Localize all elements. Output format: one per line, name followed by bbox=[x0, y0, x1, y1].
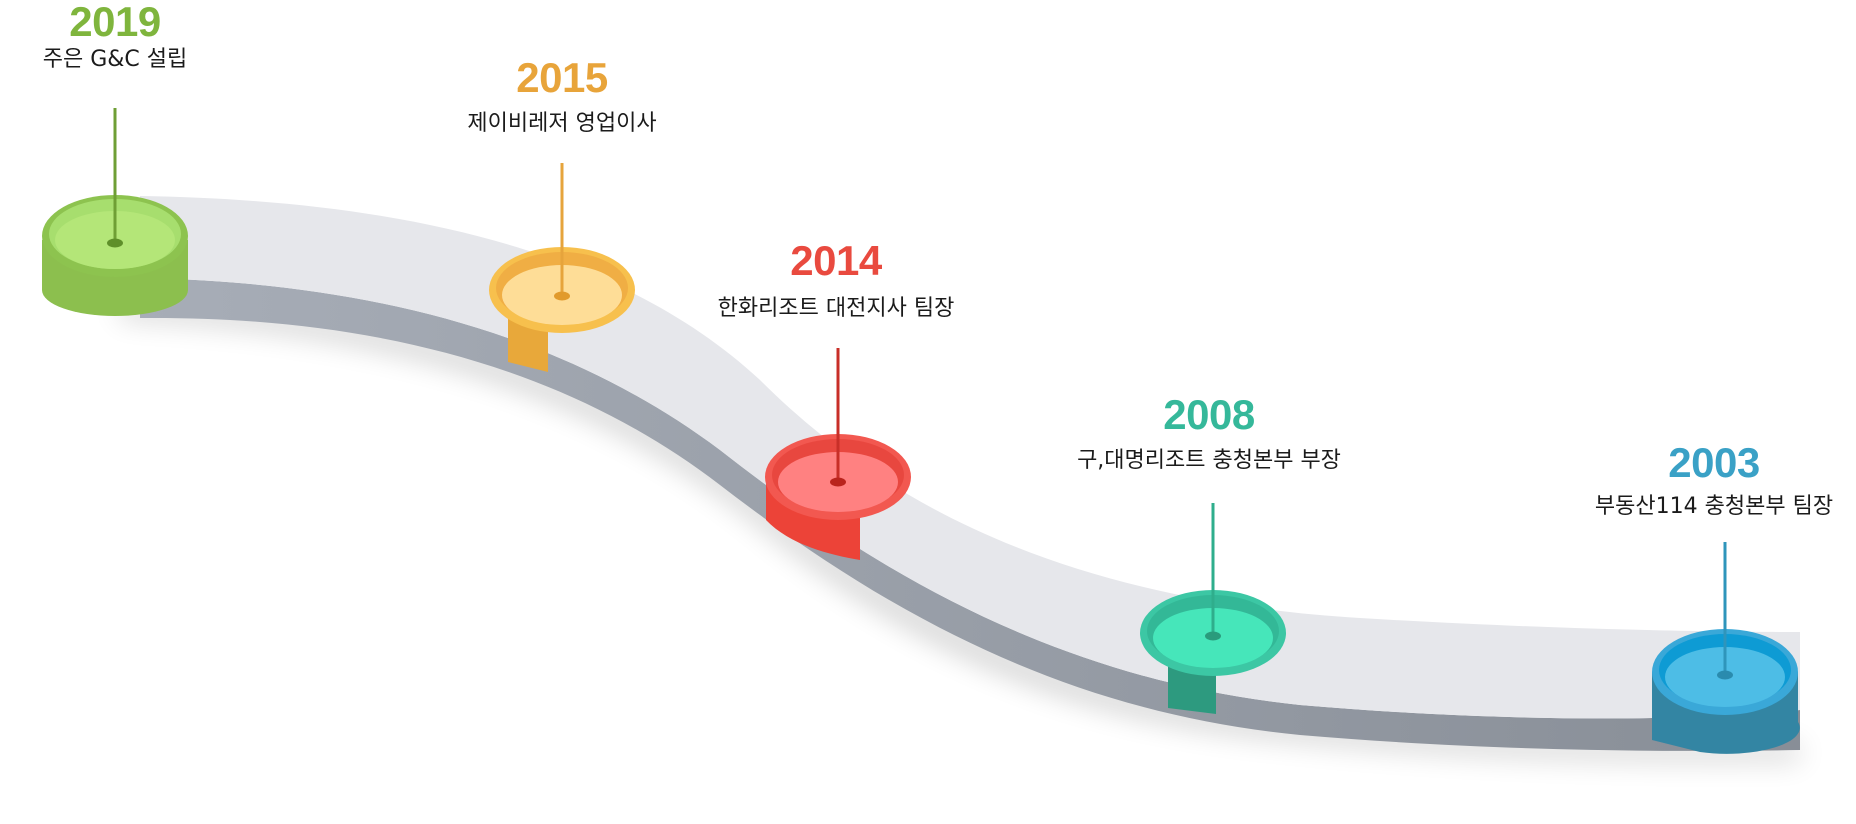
milestone-description: 부동산114 충청본부 팀장 bbox=[1594, 494, 1834, 519]
milestone-marker-2014 bbox=[765, 348, 911, 560]
milestone-description: 제이비레저 영업이사 bbox=[467, 111, 657, 136]
milestone-description: 한화리조트 대전지사 팀장 bbox=[717, 296, 955, 321]
milestone-year: 2008 bbox=[1163, 391, 1255, 438]
milestone-label-2003: 2003 부동산114 충청본부 팀장 bbox=[1595, 439, 1833, 521]
milestone-marker-2003 bbox=[1652, 542, 1800, 754]
milestone-description: 주은 G&C 설립 bbox=[42, 47, 188, 72]
milestone-marker-2008 bbox=[1140, 503, 1286, 714]
milestone-label-2014: 2014 한화리조트 대전지사 팀장 bbox=[718, 237, 955, 323]
milestone-marker-2015 bbox=[489, 163, 635, 372]
milestone-label-2008: 2008 구,대명리조트 충청본부 부장 bbox=[1077, 391, 1341, 475]
milestone-year: 2014 bbox=[790, 237, 882, 284]
milestone-description: 구,대명리조트 충청본부 부장 bbox=[1077, 448, 1341, 473]
milestone-year: 2003 bbox=[1668, 439, 1760, 486]
milestone-label-2019: 2019 주은 G&C 설립 bbox=[43, 0, 188, 74]
milestone-year: 2015 bbox=[516, 54, 608, 101]
milestone-label-2015: 2015 제이비레저 영업이사 bbox=[467, 54, 656, 138]
milestone-marker-2019 bbox=[42, 108, 188, 316]
road-side bbox=[140, 278, 1800, 751]
milestone-year: 2019 bbox=[69, 0, 161, 45]
